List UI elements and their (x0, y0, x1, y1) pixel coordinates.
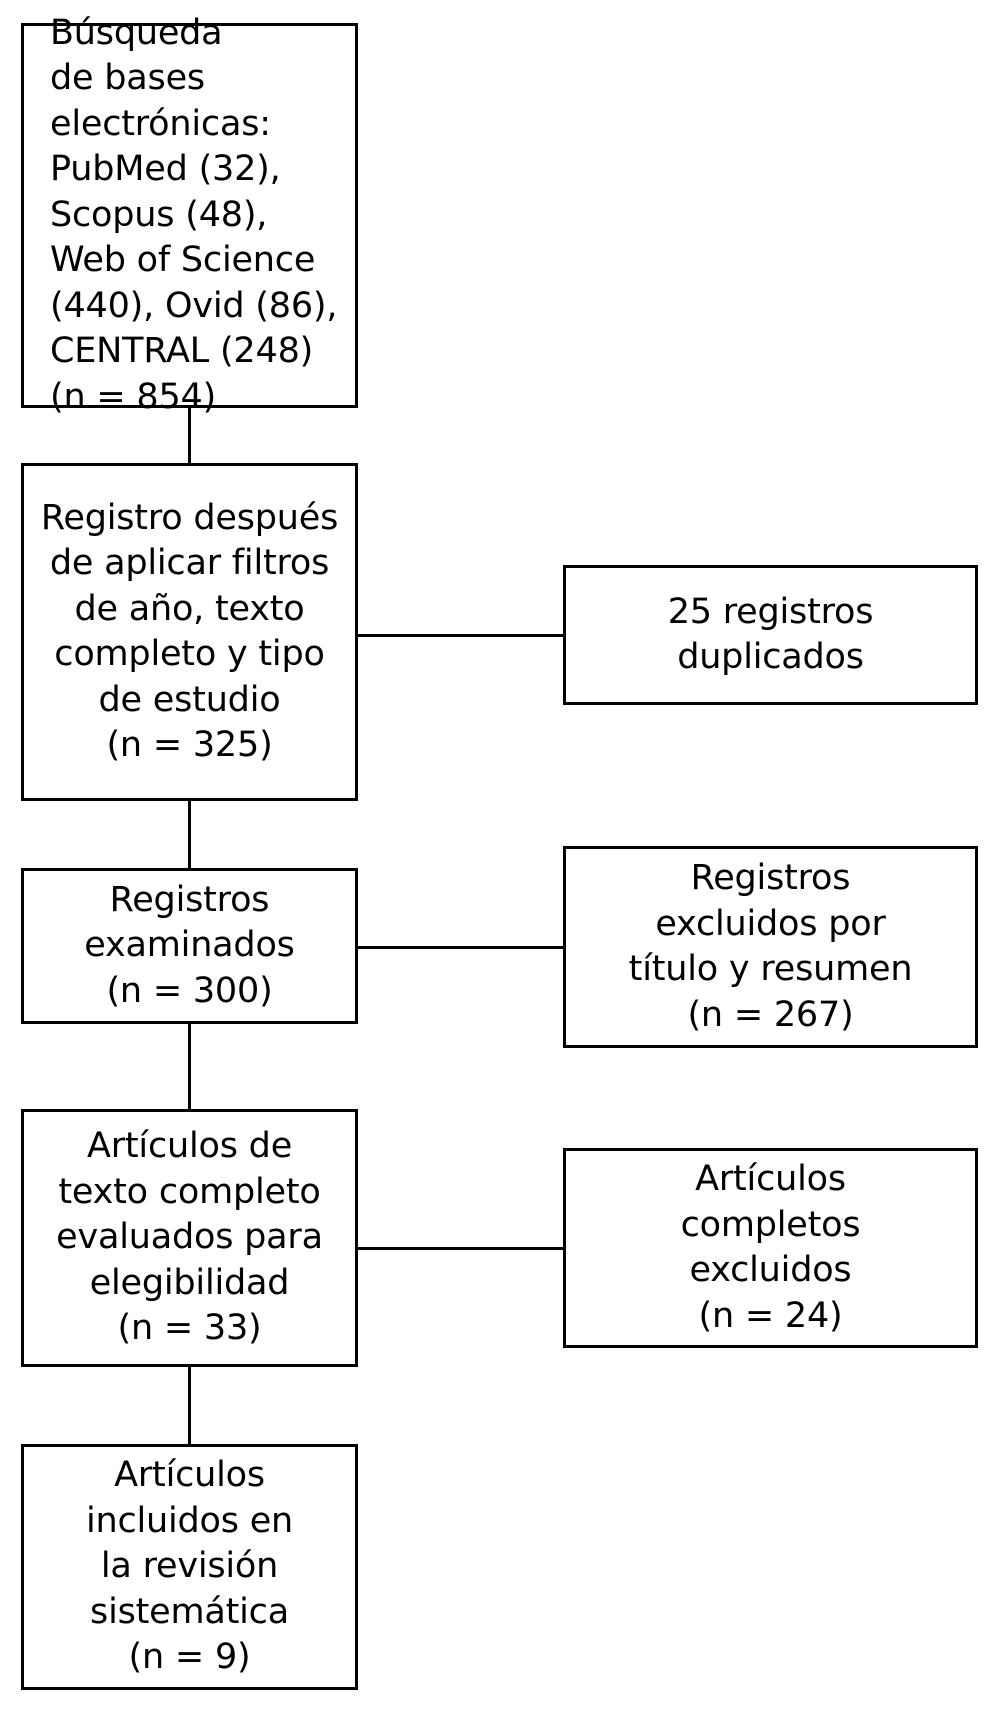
connector-fulltext-to-included (188, 1367, 191, 1444)
connector-fulltext-to-excluded-fulltext (358, 1247, 563, 1250)
connector-filtered-to-screened (188, 801, 191, 868)
node-records-screened: Registros examinados (n = 300) (21, 868, 358, 1024)
node-electronic-database-search: Búsqueda de bases electrónicas: PubMed (… (21, 13, 358, 417)
connector-screened-to-fulltext (188, 1024, 191, 1109)
connector-filtered-to-duplicates (358, 634, 563, 637)
node-fulltext-articles-assessed: Artículos de texto completo evaluados pa… (21, 1109, 358, 1367)
node-records-after-filters: Registro después de aplicar filtros de a… (21, 463, 358, 801)
node-duplicate-records: 25 registros duplicados (563, 565, 978, 705)
node-records-excluded-title-abstract: Registros excluidos por título y resumen… (563, 846, 978, 1048)
connector-screened-to-excluded-title-abstract (358, 946, 563, 949)
connector-search-to-filtered (188, 408, 191, 463)
node-fulltext-articles-excluded: Artículos completos excluidos (n = 24) (563, 1148, 978, 1348)
node-articles-included: Artículos incluidos en la revisión siste… (21, 1444, 358, 1690)
